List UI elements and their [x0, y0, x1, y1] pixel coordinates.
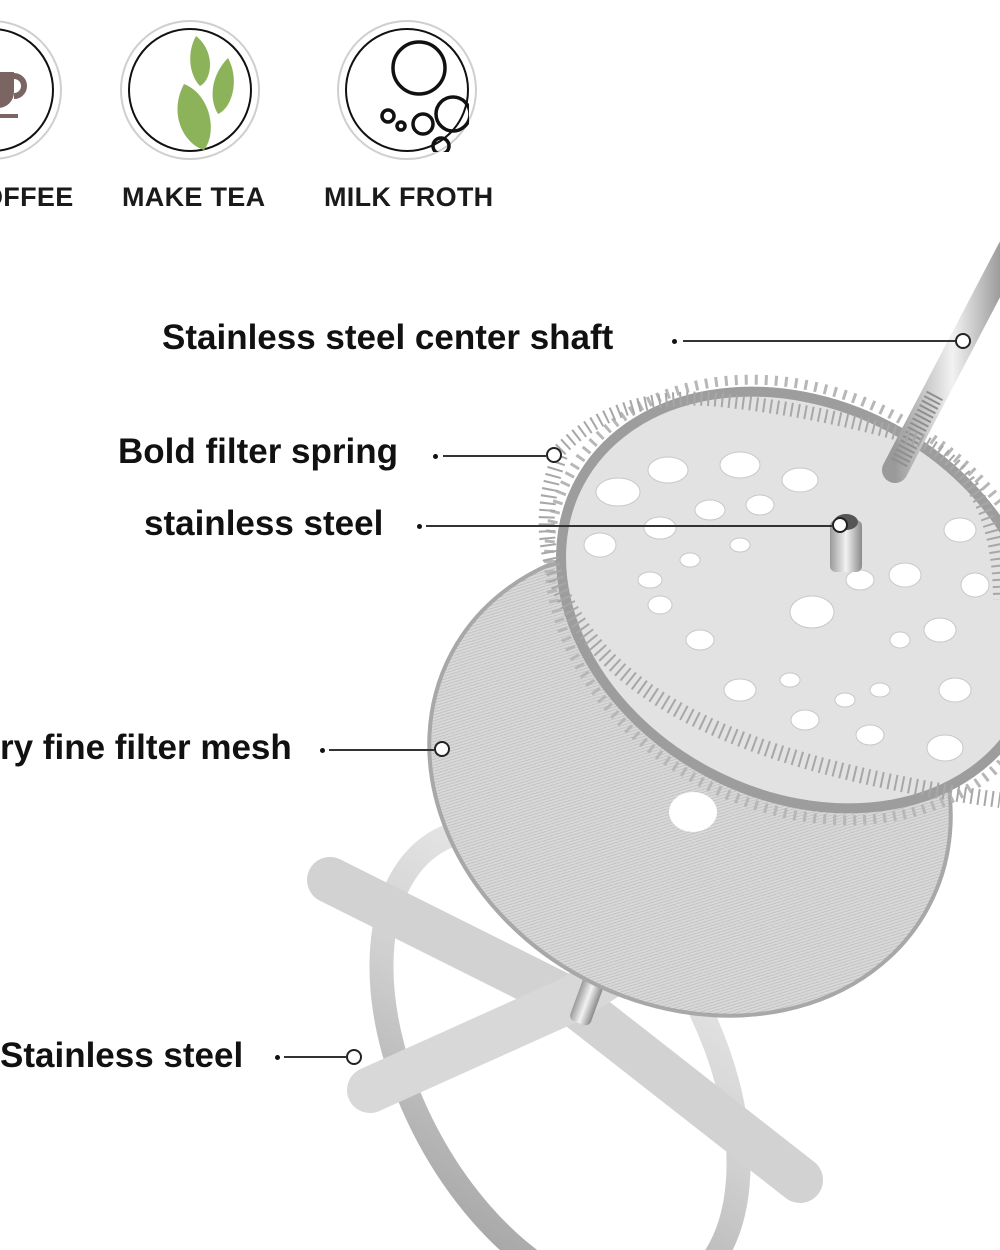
- coffee-badge: [0, 20, 62, 160]
- leader-line-stainless-steel-plate: [426, 525, 832, 527]
- callout-dot: [275, 1055, 280, 1060]
- center-shaft: [882, 241, 1000, 483]
- callout-filter-spring: Bold filter spring: [118, 432, 398, 471]
- callout-dot: [672, 339, 677, 344]
- coffee-cup-icon: [0, 28, 54, 152]
- callout-stainless-steel-plate: stainless steel: [144, 504, 384, 543]
- filter-spring: [555, 391, 1000, 601]
- leader-line-filter-mesh: [329, 749, 434, 751]
- tea-leaves-icon: [128, 28, 252, 152]
- callout-filter-mesh: ry fine filter mesh: [0, 728, 292, 767]
- tea-badge: [120, 20, 260, 160]
- feature-label-milk-froth: MILK FROTH: [324, 182, 494, 212]
- feature-label-coffee: OFFEE: [0, 182, 74, 212]
- pointer-stainless-steel-plate: [832, 517, 848, 533]
- pointer-cross-plate: [346, 1049, 362, 1065]
- leader-line-cross-plate: [284, 1056, 346, 1058]
- leader-line-center-shaft: [683, 340, 955, 342]
- callout-dot: [320, 748, 325, 753]
- leader-line-filter-spring: [443, 455, 546, 457]
- callout-dot: [417, 524, 422, 529]
- bubbles-icon: [345, 28, 469, 152]
- pointer-filter-spring: [546, 447, 562, 463]
- callout-center-shaft: Stainless steel center shaft: [162, 318, 614, 357]
- milk-froth-badge: [337, 20, 477, 160]
- pointer-filter-mesh: [434, 741, 450, 757]
- callout-cross-plate: Stainless steel: [0, 1036, 244, 1075]
- pointer-center-shaft: [955, 333, 971, 349]
- feature-label-tea: MAKE TEA: [122, 182, 266, 212]
- callout-dot: [433, 454, 438, 459]
